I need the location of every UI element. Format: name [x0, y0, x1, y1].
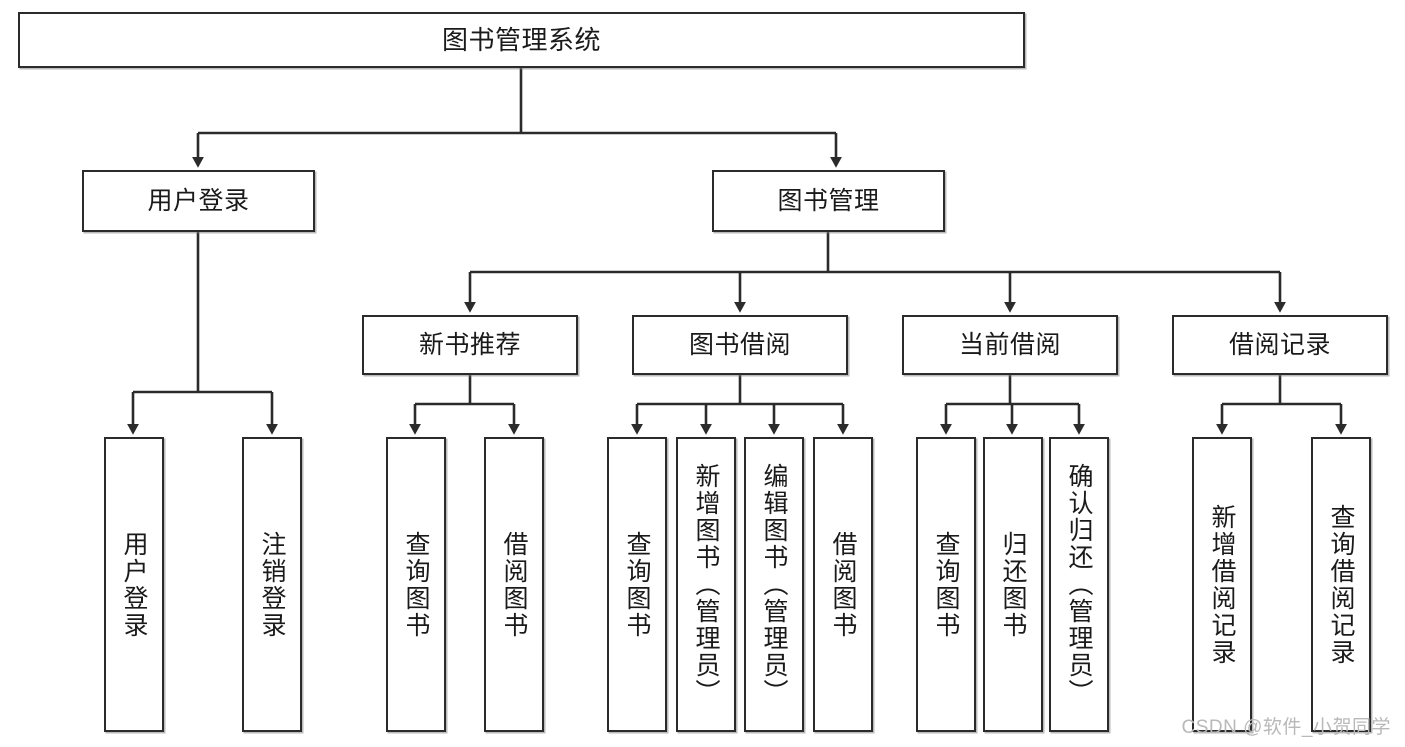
- leaf-user-logout[interactable]: 注销登录: [242, 437, 302, 732]
- leaf-borrow-edit-book-label: 编辑图书（管理员）: [760, 463, 788, 706]
- node-new-book-recommend[interactable]: 新书推荐: [362, 315, 578, 375]
- node-user-login[interactable]: 用户登录: [82, 170, 315, 232]
- leaf-user-logout-label: 注销登录: [258, 530, 286, 639]
- leaf-record-query-label: 查询借阅记录: [1327, 503, 1355, 666]
- leaf-record-add-label: 新增借阅记录: [1208, 503, 1236, 666]
- node-current-borrow[interactable]: 当前借阅: [902, 315, 1118, 375]
- node-user-login-label: 用户登录: [147, 186, 250, 215]
- node-root-label: 图书管理系统: [441, 24, 601, 55]
- watermark: CSDN @软件_小贺同学: [1181, 717, 1391, 738]
- node-root[interactable]: 图书管理系统: [18, 12, 1025, 68]
- leaf-current-query-book[interactable]: 查询图书: [916, 437, 976, 732]
- leaf-borrow-edit-book[interactable]: 编辑图书（管理员）: [744, 437, 804, 732]
- node-book-borrow-label: 图书借阅: [688, 330, 791, 359]
- node-borrow-record[interactable]: 借阅记录: [1172, 315, 1388, 375]
- leaf-record-query[interactable]: 查询借阅记录: [1311, 437, 1371, 732]
- leaf-user-login-label: 用户登录: [120, 530, 148, 639]
- leaf-user-login[interactable]: 用户登录: [104, 437, 164, 732]
- leaf-current-return-book[interactable]: 归还图书: [983, 437, 1043, 732]
- leaf-current-query-book-label: 查询图书: [932, 530, 960, 639]
- leaf-borrow-borrow-book[interactable]: 借阅图书: [813, 437, 873, 732]
- node-borrow-record-label: 借阅记录: [1228, 330, 1331, 359]
- node-current-borrow-label: 当前借阅: [958, 330, 1061, 359]
- node-new-book-recommend-label: 新书推荐: [418, 330, 521, 359]
- leaf-newbook-borrow-book-label: 借阅图书: [500, 530, 528, 639]
- leaf-borrow-borrow-book-label: 借阅图书: [829, 530, 857, 639]
- node-book-management-label: 图书管理: [777, 186, 880, 215]
- leaf-borrow-query-book[interactable]: 查询图书: [607, 437, 667, 732]
- leaf-record-add[interactable]: 新增借阅记录: [1192, 437, 1252, 732]
- leaf-newbook-borrow-book[interactable]: 借阅图书: [484, 437, 544, 732]
- leaf-current-return-book-label: 归还图书: [999, 530, 1027, 639]
- leaf-newbook-query-book[interactable]: 查询图书: [386, 437, 446, 732]
- leaf-newbook-query-book-label: 查询图书: [402, 530, 430, 639]
- leaf-current-confirm-return-label: 确认归还（管理员）: [1065, 463, 1093, 706]
- leaf-borrow-query-book-label: 查询图书: [623, 530, 651, 639]
- leaf-borrow-add-book-label: 新增图书（管理员）: [692, 463, 720, 706]
- node-book-borrow[interactable]: 图书借阅: [632, 315, 848, 375]
- leaf-borrow-add-book[interactable]: 新增图书（管理员）: [676, 437, 736, 732]
- node-book-management[interactable]: 图书管理: [712, 170, 945, 232]
- leaf-current-confirm-return[interactable]: 确认归还（管理员）: [1049, 437, 1109, 732]
